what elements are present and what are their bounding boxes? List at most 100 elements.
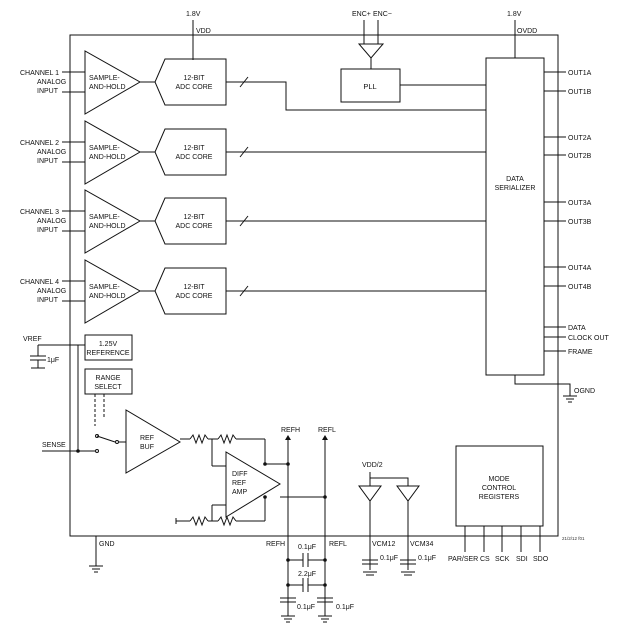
channel-4-analog: ANALOG [37, 288, 66, 295]
gnd-pin[interactable]: GND [99, 541, 115, 548]
channel-2-sh-label-b: AND-HOLD [89, 154, 126, 161]
switch-contact-b [95, 449, 99, 453]
channel-4-input: INPUT [37, 297, 59, 304]
channel-1-name: CHANNEL 1 [20, 70, 59, 77]
mode-label-b: CONTROL [482, 485, 516, 492]
sck-pin[interactable]: SCK [495, 556, 510, 563]
out4a-pin[interactable]: OUT4A [568, 265, 592, 272]
ref-buf-amp [125, 409, 181, 474]
vref-pin[interactable]: VREF [23, 336, 42, 343]
refh-junction-b [286, 462, 290, 466]
refh-arrow-icon [285, 435, 291, 440]
channel-1-adc-label-a: 12-BIT [183, 75, 205, 82]
out1b-pin[interactable]: OUT1B [568, 89, 592, 96]
vcm34-buffer-icon [396, 485, 420, 502]
out2a-pin[interactable]: OUT2A [568, 135, 592, 142]
output-pins: OUT1A OUT1B OUT2A OUT2B OUT3A OUT3B OUT4… [544, 70, 610, 356]
ovdd-value: 1.8V [507, 11, 522, 18]
clock-out-pin[interactable]: CLOCK OUT [568, 335, 610, 342]
channel-2-sample-hold [84, 120, 142, 185]
cs-pin[interactable]: CS [480, 556, 490, 563]
figure-id: 21/2/12 f01 [562, 536, 585, 541]
out3a-pin[interactable]: OUT3A [568, 200, 592, 207]
enc-neg-label[interactable]: ENC− [373, 11, 392, 18]
sdi-pin[interactable]: SDI [516, 556, 528, 563]
channel-2-adc-core [154, 128, 227, 176]
vcm34-pin[interactable]: VCM34 [410, 541, 433, 548]
refl-internal-label: REFL [318, 427, 336, 434]
channel-1-data-bus [226, 81, 486, 111]
channel-3-sh-label-b: AND-HOLD [89, 223, 126, 230]
channel-3-analog: ANALOG [37, 218, 66, 225]
channel-2: CHANNEL 2 ANALOG INPUT SAMPLE- AND-HOLD … [20, 120, 486, 185]
vcm12-pin[interactable]: VCM12 [372, 541, 395, 548]
channel-4-adc-core [154, 267, 227, 315]
cap-b-value: 2.2μF [298, 571, 316, 578]
switch-arm [96, 435, 116, 443]
channel-3-sample-hold [84, 189, 142, 254]
channel-1-sample-hold [84, 50, 142, 115]
ref-buf-label-b: BUF [140, 444, 154, 451]
range-select-label-a: RANGE [96, 375, 121, 382]
refl-cap-value: 0.1μF [336, 604, 354, 611]
channel-2-adc-label-a: 12-BIT [183, 145, 205, 152]
enc-pos-label[interactable]: ENC+ [352, 11, 371, 18]
channel-1-bus-slash [239, 76, 249, 88]
resistor-3-icon [189, 515, 209, 527]
reference-label-b: REFERENCE [86, 350, 130, 357]
reference-label-a: 1.25V [99, 341, 118, 348]
channel-2-input: INPUT [37, 158, 59, 165]
channel-2-adc-label-b: ADC CORE [176, 154, 213, 161]
channel-2-name: CHANNEL 2 [20, 140, 59, 147]
ognd-pin[interactable]: OGND [574, 388, 595, 395]
channel-3-sh-label-a: SAMPLE- [89, 214, 120, 221]
mode-control-registers-block [455, 445, 544, 527]
channel-2-bus-slash [239, 146, 249, 158]
vcm12-cap-value: 0.1μF [380, 555, 398, 562]
channel-3-name: CHANNEL 3 [20, 209, 59, 216]
refl-arrow-icon [322, 435, 328, 440]
par-ser-pin[interactable]: PAR/SER [448, 556, 478, 563]
ref-buf-label-a: REF [140, 435, 154, 442]
data-serializer-block [485, 57, 545, 376]
range-select-label-b: SELECT [94, 384, 122, 391]
data-pin[interactable]: DATA [568, 325, 586, 332]
sense-junction [76, 449, 80, 453]
serializer-label-b: SERIALIZER [495, 185, 536, 192]
channel-3-adc-label-a: 12-BIT [183, 214, 205, 221]
cap-node-2 [323, 558, 327, 562]
channel-4-bus-slash [239, 285, 249, 297]
diff-ref-amp [225, 451, 281, 518]
sdo-pin[interactable]: SDO [533, 556, 549, 563]
refh-cap-value: 0.1μF [297, 604, 315, 611]
channel-3-bus-slash [239, 215, 249, 227]
resistor-1-icon [189, 433, 209, 445]
vref-cap-value: 1μF [47, 357, 59, 364]
out2b-pin[interactable]: OUT2B [568, 153, 592, 160]
out4b-pin[interactable]: OUT4B [568, 284, 592, 291]
vdd-half-wire [369, 472, 409, 486]
channel-1-sh-label-a: SAMPLE- [89, 75, 120, 82]
sense-pin[interactable]: SENSE [42, 442, 66, 449]
reference-block [84, 334, 133, 361]
channel-3-adc-core [154, 197, 227, 245]
vcm34-cap-value: 0.1μF [418, 555, 436, 562]
channel-3-input: INPUT [37, 227, 59, 234]
channel-4-adc-label-a: 12-BIT [183, 284, 205, 291]
channel-4-sh-label-b: AND-HOLD [89, 293, 126, 300]
channel-1-sh-label-b: AND-HOLD [89, 84, 126, 91]
refl-junction-b [323, 495, 327, 499]
out1a-pin[interactable]: OUT1A [568, 70, 592, 77]
out3b-pin[interactable]: OUT3B [568, 219, 592, 226]
frame-pin[interactable]: FRAME [568, 349, 593, 356]
vdd-half-label: VDD/2 [362, 462, 383, 469]
vdd-value: 1.8V [186, 11, 201, 18]
mode-label-a: MODE [489, 476, 510, 483]
cap-node-1 [286, 558, 290, 562]
refh-junction [263, 462, 267, 466]
refh-pin[interactable]: REFH [266, 541, 285, 548]
refl-pin[interactable]: REFL [329, 541, 347, 548]
channel-3-adc-label-b: ADC CORE [176, 223, 213, 230]
